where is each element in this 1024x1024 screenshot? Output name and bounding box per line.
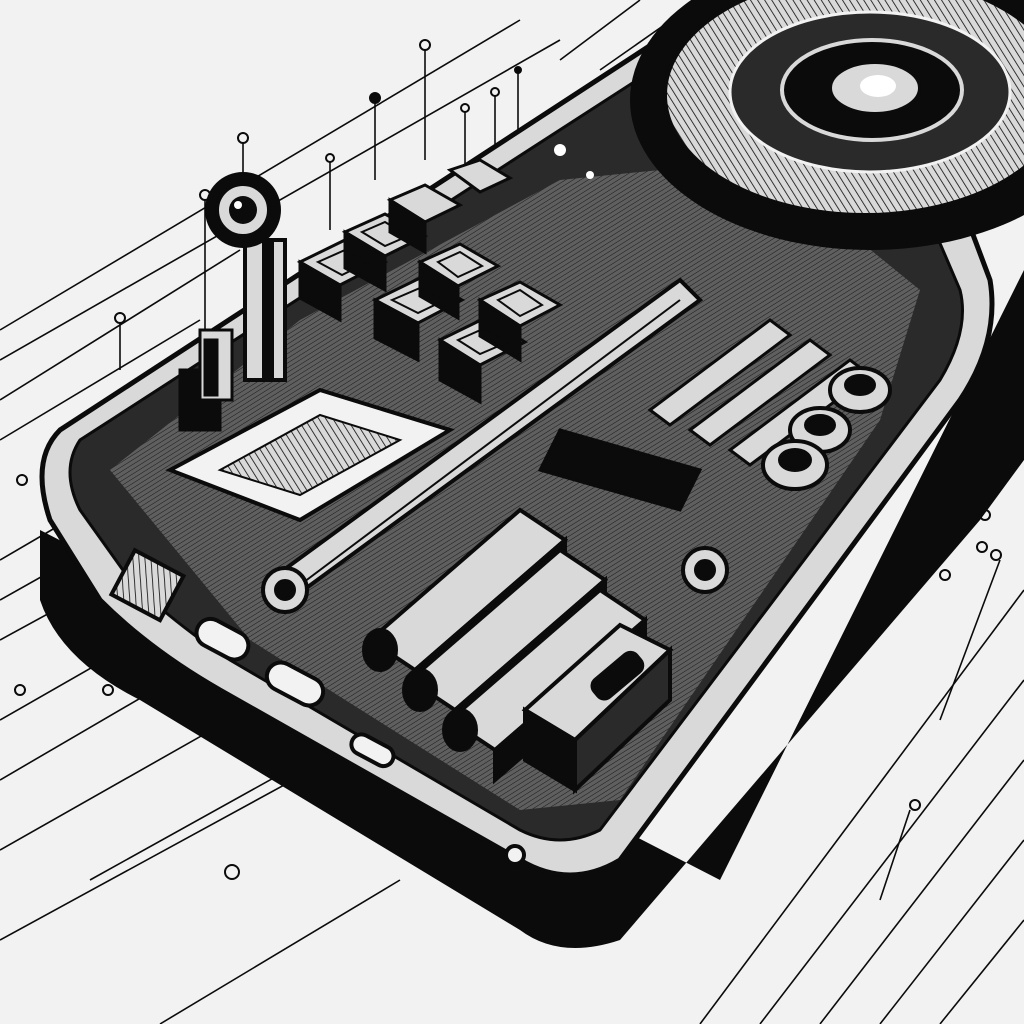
- chip-grid: [296, 158, 564, 405]
- round-connectors: [681, 366, 892, 594]
- speaker: [630, 0, 1024, 250]
- connector-rail: [261, 277, 704, 614]
- phone-shadow: [40, 270, 1024, 948]
- battery-pack: [362, 507, 649, 785]
- camera-lens: [205, 172, 287, 382]
- capacitors: [178, 328, 234, 432]
- power-module: [521, 622, 674, 795]
- circuit-pin-dots: [14, 39, 1002, 880]
- board-texture: [110, 160, 920, 810]
- highlights: [554, 80, 884, 179]
- sim-slot: [165, 387, 455, 523]
- connector-ports: [108, 547, 526, 866]
